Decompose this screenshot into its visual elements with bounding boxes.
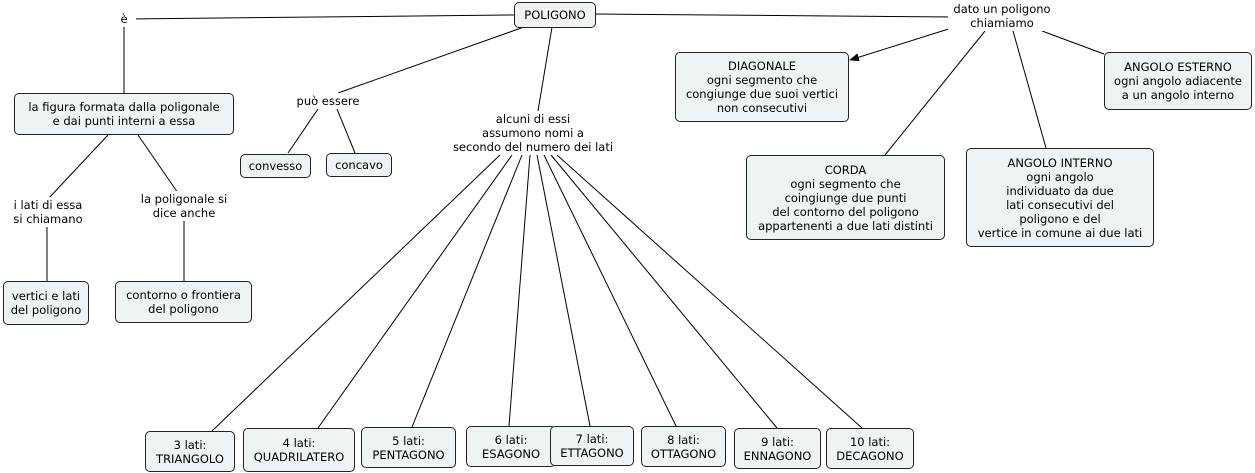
concept-poligono[interactable]: POLIGONO [514, 2, 596, 28]
edge-figura-lati [47, 134, 109, 200]
concept-triangolo[interactable]: 3 lati: TRIANGOLO [145, 431, 235, 472]
link-label-puo-essere: può essere [292, 93, 364, 109]
link-label-alcuni-di-essi: alcuni di essi assumono nomi a secondo d… [440, 111, 626, 155]
edge-alcuni-l10 [556, 154, 863, 429]
concept-ettagono[interactable]: 7 lati: ETTAGONO [550, 426, 634, 466]
link-label-e: è [112, 11, 136, 27]
edge-alcuni-l9 [550, 154, 778, 429]
edge-alcuni-l8 [543, 154, 677, 427]
edge-poligono-e [123, 14, 515, 20]
edge-dato-interno [1012, 30, 1047, 149]
edge-alcuni-l7 [536, 154, 591, 427]
concept-concavo[interactable]: concavo [326, 153, 392, 177]
concept-esagono[interactable]: 6 lati: ESAGONO [466, 426, 556, 467]
link-label-poligonale-si-dice: la poligonale si dice anche [134, 191, 234, 221]
concept-contorno[interactable]: contorno o frontiera del poligono [115, 281, 252, 323]
concept-ottagono[interactable]: 8 lati: OTTAGONO [641, 426, 726, 467]
edge-dato-corda [884, 30, 986, 156]
edge-alcuni-l3 [211, 154, 501, 432]
edge-alcuni-l5 [411, 154, 523, 428]
concept-ennagono[interactable]: 9 lati: ENNAGONO [734, 428, 821, 469]
concept-corda[interactable]: CORDA ogni segmento che coingiunge due p… [746, 155, 945, 240]
concept-quadrilatero[interactable]: 4 lati: QUADRILATERO [243, 428, 355, 472]
concept-diagonale[interactable]: DIAGONALE ogni segmento che congiunge du… [675, 52, 849, 122]
concept-vertici-e-lati[interactable]: vertici e lati del poligono [3, 281, 89, 325]
link-label-lati-si-chiamano: i lati di essa si chiamano [8, 197, 88, 227]
edge-poligono-puo [337, 26, 525, 94]
concept-figura[interactable]: la figura formata dalla poligonale e dai… [14, 93, 234, 135]
edge-figura-poligonale [137, 134, 179, 194]
edge-dato-esterno [1041, 30, 1105, 55]
edge-puo-convesso [287, 108, 319, 154]
edge-poligono-dato [595, 13, 956, 18]
link-label-dato-un-poligono: dato un poligono chiamiamo [948, 1, 1056, 31]
concept-angolo-esterno[interactable]: ANGOLO ESTERNO ogni angolo adiacente a u… [1104, 52, 1252, 110]
edge-poligono-alcuni [537, 26, 553, 112]
edge-alcuni-l4 [317, 154, 513, 429]
edge-puo-concavo [336, 108, 356, 154]
edge-dato-diagonale-arrow [849, 25, 959, 62]
edge-alcuni-l6 [508, 154, 531, 427]
concept-convesso[interactable]: convesso [240, 154, 311, 178]
concept-angolo-interno[interactable]: ANGOLO INTERNO ogni angolo individuato d… [966, 148, 1154, 247]
concept-pentagono[interactable]: 5 lati: PENTAGONO [361, 427, 456, 468]
concept-decagono[interactable]: 10 lati: DECAGONO [826, 428, 914, 469]
